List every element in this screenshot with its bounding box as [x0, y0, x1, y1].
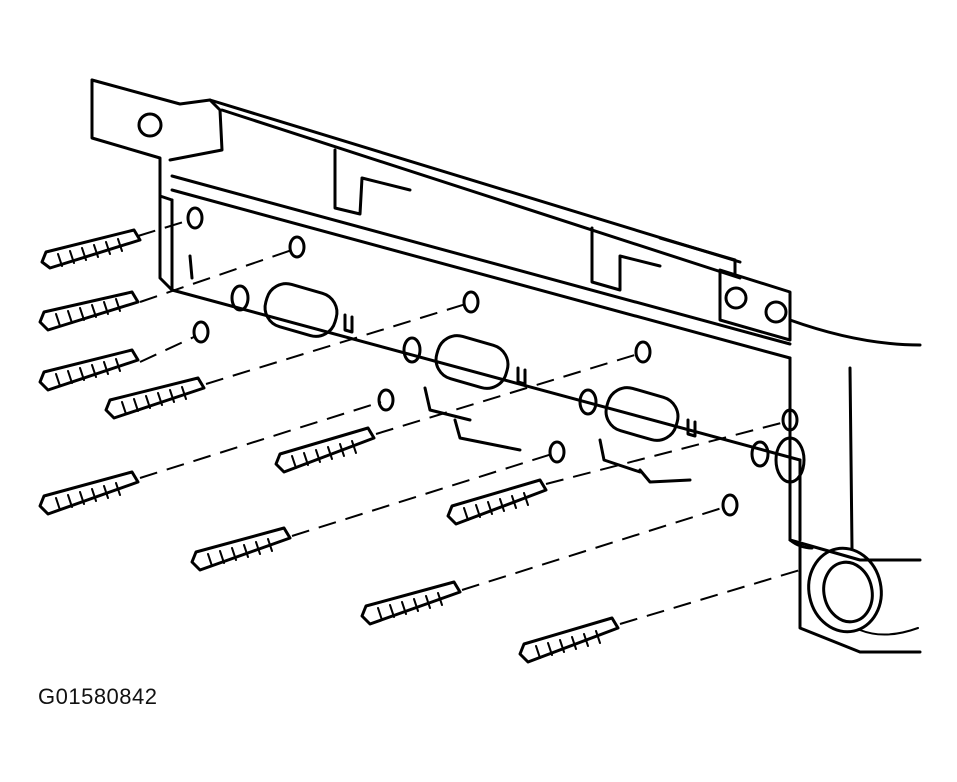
- stud-1: [40, 219, 191, 270]
- stud-8: [446, 421, 786, 526]
- cylinder-head: [90, 78, 922, 654]
- stud-4: [104, 303, 467, 420]
- stud-3: [38, 335, 197, 392]
- stud-5: [38, 401, 382, 516]
- exhaust-port-2: [434, 334, 510, 390]
- stud-7: [190, 453, 553, 572]
- studs: [38, 219, 801, 664]
- exhaust-port-4: [774, 436, 806, 484]
- exhaust-port-1: [263, 282, 339, 338]
- gasket-face: [186, 206, 806, 517]
- stud-2: [38, 249, 293, 332]
- exhaust-port-3: [604, 386, 680, 442]
- stud-10: [518, 569, 801, 664]
- figure-id-label: G01580842: [38, 684, 158, 709]
- stud-6: [274, 353, 639, 474]
- stud-9: [360, 506, 726, 626]
